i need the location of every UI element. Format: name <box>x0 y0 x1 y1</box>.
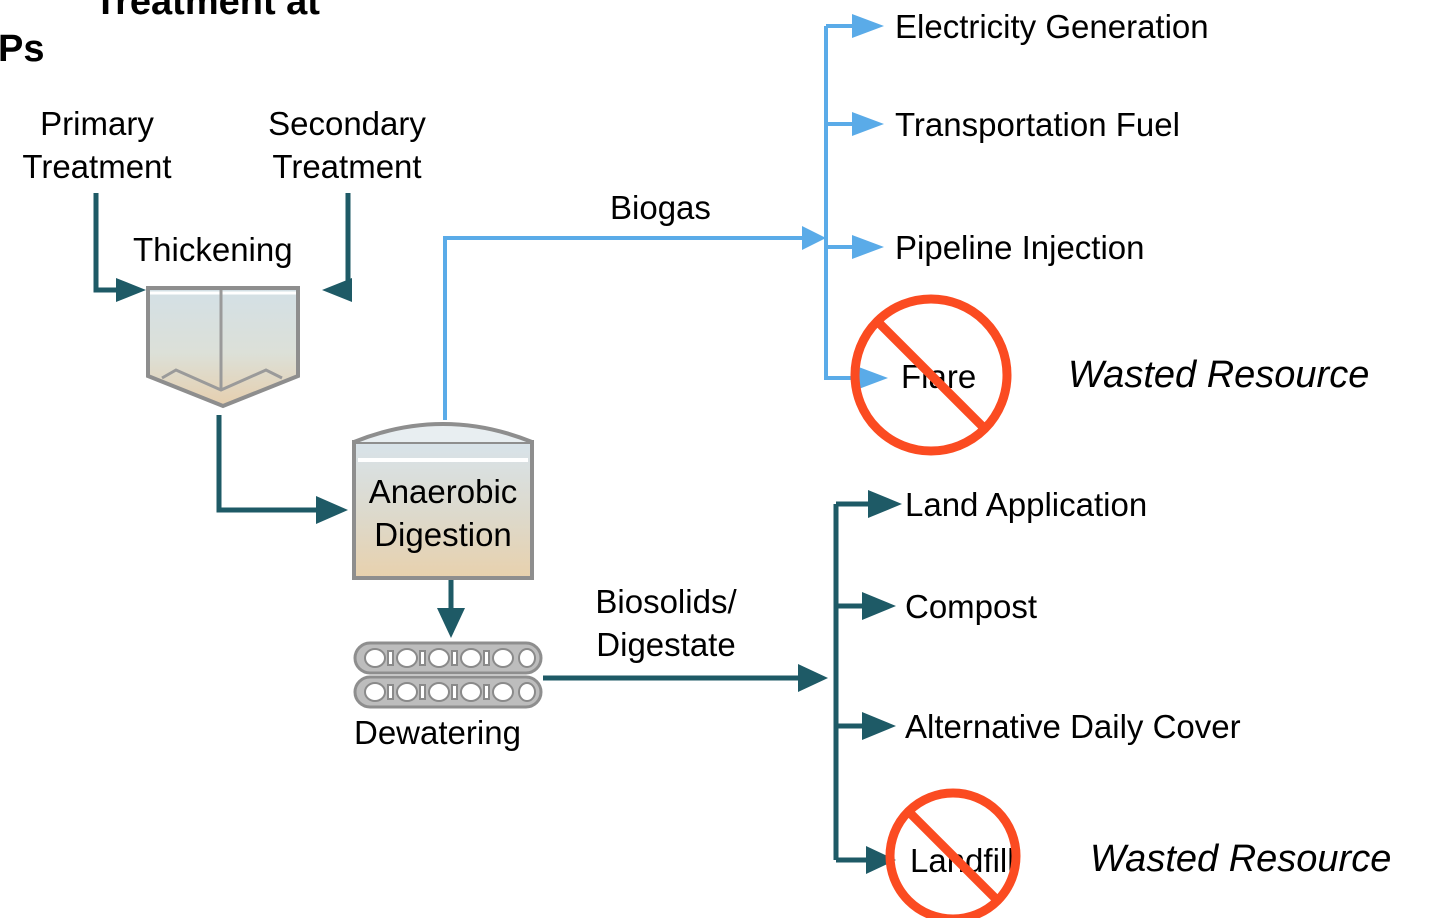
use-land-application: Land Application <box>905 486 1148 523</box>
diagram-title-line2: Ps <box>0 28 45 70</box>
thickener-tank-icon <box>146 286 300 409</box>
digester-tank-icon <box>352 422 534 580</box>
landfill-arrow <box>866 846 896 874</box>
wasted-resource-biogas-note: Wasted Resource <box>1068 354 1370 396</box>
pipeline-arrow <box>852 235 884 259</box>
landfill-prohibit-icon <box>885 788 1021 918</box>
use-alternative-daily-cover: Alternative Daily Cover <box>905 708 1241 745</box>
primary-treatment-label: Primary Treatment <box>22 105 172 185</box>
anaerobic-digestion-label: Anaerobic Digestion <box>368 473 518 553</box>
dewatering-label: Dewatering <box>354 714 521 751</box>
flare-arrow <box>856 366 888 390</box>
biogas-bus <box>824 26 858 380</box>
compost-arrow <box>862 592 896 620</box>
primary-arrow <box>116 278 146 302</box>
biogas-connectors <box>443 24 858 420</box>
flare-prohibit-icon <box>850 294 1012 456</box>
use-compost: Compost <box>905 588 1038 625</box>
adc-arrow <box>862 712 896 740</box>
secondary-treatment-label: Secondary Treatment <box>268 105 426 185</box>
dewatering-press-icon <box>353 641 543 709</box>
biogas-main-line <box>443 236 806 420</box>
biogas-label: Biogas <box>610 189 711 226</box>
use-electricity-generation: Electricity Generation <box>895 8 1209 45</box>
digester-arrow <box>316 496 348 524</box>
biosolids-arrow <box>798 664 828 692</box>
wasted-resource-biosolids-note: Wasted Resource <box>1090 838 1392 880</box>
primary-connector <box>93 193 120 293</box>
land-application-arrow <box>868 490 902 518</box>
thickener-to-digester-connector <box>216 415 322 513</box>
transport-fuel-arrow <box>852 112 884 136</box>
biosolids-label: Biosolids/ Digestate <box>595 583 737 663</box>
secondary-arrow <box>322 278 352 302</box>
electricity-arrow <box>852 14 884 38</box>
use-transportation-fuel: Transportation Fuel <box>895 106 1180 143</box>
dewater-arrow <box>437 608 465 638</box>
biogas-arrow <box>802 226 826 250</box>
solids-arrowheads <box>116 278 902 874</box>
use-pipeline-injection: Pipeline Injection <box>895 229 1145 266</box>
diagram-title: Treatment at <box>94 0 320 23</box>
thickening-label: Thickening <box>133 231 293 268</box>
solids-connectors <box>93 193 872 863</box>
biogas-arrowheads <box>802 14 888 390</box>
